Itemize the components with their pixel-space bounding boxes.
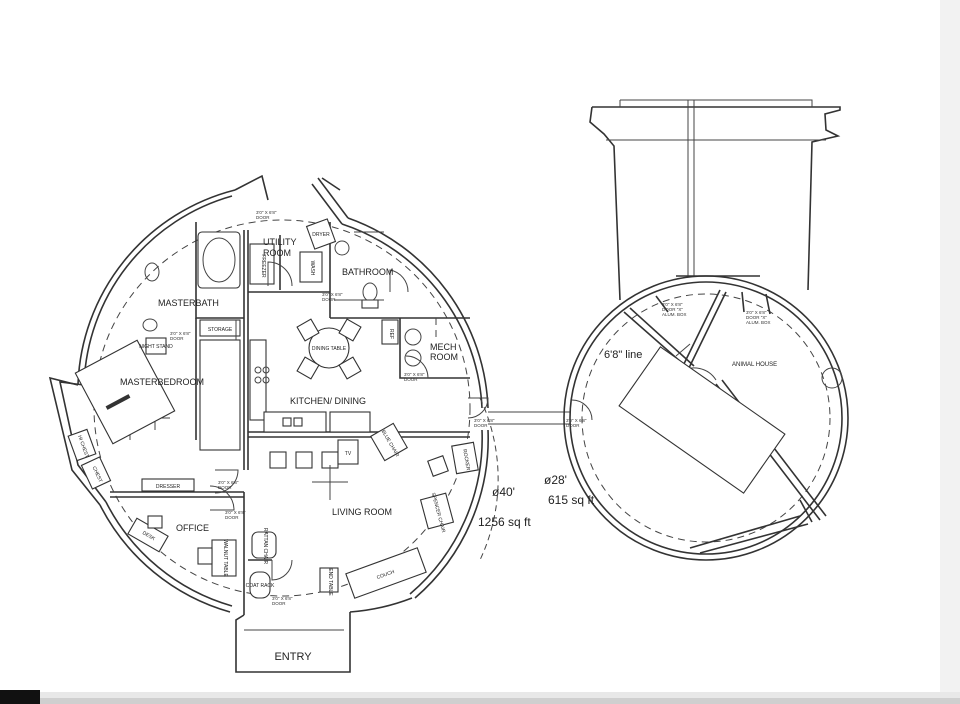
svg-text:ALUM. BOX: ALUM. BOX — [662, 312, 687, 317]
small-dome-diameter: ø28' — [544, 473, 567, 487]
dryer: DRYER — [305, 218, 337, 250]
rattan-chair: RATTAN CHAIR — [251, 528, 277, 565]
svg-text:DOOR: DOOR — [170, 336, 184, 341]
svg-text:DRESSER: DRESSER — [156, 484, 181, 490]
svg-text:WALNUT TABLE: WALNUT TABLE — [222, 539, 228, 577]
label-living-room: LIVING ROOM — [332, 507, 392, 517]
svg-text:3'0" X 6'8": 3'0" X 6'8" — [404, 372, 425, 377]
bed — [74, 339, 176, 445]
svg-text:RATTAN CHAIR: RATTAN CHAIR — [262, 528, 268, 565]
blue-chair: BLUE CHAIR — [369, 422, 409, 462]
svg-text:3'0" X 6'8": 3'0" X 6'8" — [225, 510, 246, 515]
svg-text:DRYER: DRYER — [312, 232, 330, 238]
label-masterbath: MASTERBATH — [158, 298, 219, 308]
svg-text:DOOR: DOOR — [256, 215, 270, 220]
svg-text:3'0" X 6'8": 3'0" X 6'8" — [218, 480, 239, 485]
dresser: DRESSER — [141, 478, 195, 492]
svg-text:DOOR: DOOR — [566, 423, 580, 428]
svg-text:ROOM: ROOM — [430, 352, 458, 362]
label-mech-room: MECH — [430, 342, 457, 352]
svg-text:3'0" X 6'8": 3'0" X 6'8" — [256, 210, 277, 215]
couch: COUCH — [345, 547, 427, 599]
svg-text:DINING TABLE: DINING TABLE — [312, 346, 347, 352]
tv: TV — [337, 439, 359, 465]
washer: WASH — [299, 251, 323, 283]
label-bathroom: BATHROOM — [342, 267, 393, 277]
dining-table: DINING TABLE — [296, 318, 362, 380]
svg-text:ALUM. BOX: ALUM. BOX — [746, 320, 771, 325]
chest: CHEST — [80, 456, 112, 490]
svg-text:NIGHT STAND: NIGHT STAND — [139, 344, 173, 350]
svg-text:DOOR: DOOR — [474, 423, 488, 428]
label-kitchen-dining: KITCHEN/ DINING — [290, 396, 366, 406]
main-dome-area: 1256 sq ft — [478, 515, 531, 529]
svg-text:DOOR "X": DOOR "X" — [662, 307, 683, 312]
spencer-chair: SPENCER CHAIR — [419, 492, 455, 534]
svg-text:WASH: WASH — [309, 261, 315, 276]
rocker: ROCKER — [451, 441, 479, 475]
svg-text:END TABLE: END TABLE — [327, 568, 333, 596]
svg-text:DOOR: DOOR — [225, 515, 239, 520]
svg-text:3'0" X 6'8": 3'0" X 6'8" — [746, 310, 767, 315]
small-dome-area: 615 sq ft — [548, 493, 595, 507]
entry: ENTRY — [235, 612, 351, 673]
svg-text:3'0" X 6'8": 3'0" X 6'8" — [322, 292, 343, 297]
svg-text:3'0" X 6'8": 3'0" X 6'8" — [272, 596, 293, 601]
svg-text:STORAGE: STORAGE — [208, 327, 233, 333]
svg-text:DOOR "X": DOOR "X" — [746, 315, 767, 320]
end-table: END TABLE — [319, 567, 339, 596]
svg-text:3'0" X 6'8": 3'0" X 6'8" — [170, 331, 191, 336]
svg-text:FREEZER: FREEZER — [260, 254, 266, 278]
svg-text:COAT RACK: COAT RACK — [246, 583, 275, 589]
svg-text:TV: TV — [345, 451, 352, 457]
svg-text:3'0" X 6'8": 3'0" X 6'8" — [474, 418, 495, 423]
svg-text:DOOR: DOOR — [218, 485, 232, 490]
small-dome-line-note: 6'8" line — [604, 349, 642, 361]
label-office: OFFICE — [176, 523, 209, 533]
main-dome: FREEZER WASH DRYER REF STORAGE DINING TA… — [48, 174, 531, 673]
svg-text:3'0" X 6'8": 3'0" X 6'8" — [662, 302, 683, 307]
refrigerator: REF — [381, 319, 399, 345]
svg-text:DOOR: DOOR — [404, 377, 418, 382]
svg-text:DOOR: DOOR — [272, 601, 286, 606]
storage: STORAGE — [199, 319, 241, 337]
label-masterbedroom: MASTERBEDROOM — [120, 377, 204, 387]
label-utility-room: UTILITY — [263, 237, 297, 247]
svg-text:ENTRY: ENTRY — [274, 651, 312, 663]
walnut-table: WALNUT TABLE — [211, 539, 237, 577]
small-dome: 3'0" X 6'8"DOOR "X"ALUM. BOX 3'0" X 6'8"… — [544, 99, 849, 561]
label-animal-house: ANIMAL HOUSE — [732, 362, 777, 368]
svg-text:REF: REF — [388, 329, 394, 339]
night-stand: NIGHT STAND — [139, 337, 173, 355]
freezer: FREEZER — [249, 243, 275, 285]
svg-text:DOOR: DOOR — [322, 297, 336, 302]
svg-text:ROCKER: ROCKER — [461, 449, 471, 471]
main-dome-diameter: ø40' — [492, 485, 515, 499]
coat-rack: COAT RACK — [246, 571, 275, 599]
svg-text:3'0" X 6'8": 3'0" X 6'8" — [566, 418, 587, 423]
hi-chest: HI CHEST — [67, 428, 97, 462]
svg-text:ROOM: ROOM — [263, 248, 291, 258]
